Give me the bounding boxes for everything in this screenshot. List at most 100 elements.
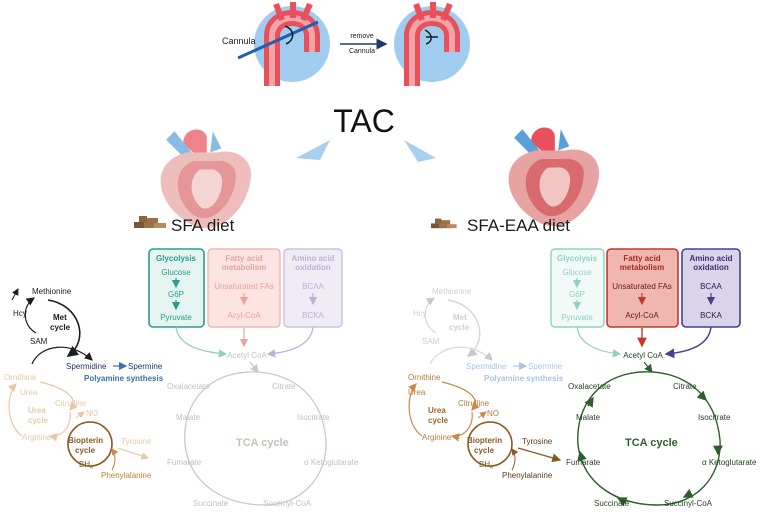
heart-right-icon	[508, 127, 600, 227]
bcka-right: BCKA	[700, 311, 722, 320]
hcy-right: Hcy	[413, 309, 427, 318]
glucose-right: Glucose	[562, 268, 592, 277]
left-pathways: Glycolysis Glucose G6P Pyruvate Fatty ac…	[4, 248, 359, 508]
bh4-right: BH4	[479, 460, 493, 471]
ketoglutarate-right: α Ketoglutarate	[702, 458, 757, 467]
remove-cannula-arrow: remove Cannula	[340, 33, 388, 55]
tca-cycle-right: TCA cycle	[625, 437, 678, 449]
glycolysis-title: Glycolysis	[156, 254, 197, 263]
right-pointer	[404, 140, 436, 162]
tca-cycle-left: TCA cycle	[236, 437, 289, 449]
spermine-right: Spermine	[528, 362, 563, 371]
remove-sub-label: Cannula	[349, 48, 375, 55]
citrate-right: Citrate	[673, 382, 697, 391]
fatty-acid-box	[207, 248, 281, 328]
ketoglutarate-left: α Ketoglutarate	[304, 458, 359, 467]
bcaa-label: BCAA	[302, 282, 324, 291]
ornithine-left: Ornithine	[4, 373, 37, 382]
cannula-label: Cannula	[222, 36, 256, 46]
spermine-left: Spermine	[128, 362, 163, 371]
remove-label: remove	[350, 33, 373, 40]
succinate-right: Succinate	[594, 499, 630, 508]
methionine-right: Methionine	[432, 287, 472, 296]
citrulline-left: Citrulline	[55, 399, 87, 408]
oxalacetate-left: Oxalacetate	[167, 382, 210, 391]
arginine-left: Arginine	[22, 433, 52, 442]
amino-acid-title-1: Amino acid	[291, 254, 334, 263]
tyrosine-right: Tyrosine	[522, 437, 553, 446]
glucose-label: Glucose	[161, 268, 191, 277]
no-right: NO	[487, 409, 499, 418]
amino-acid-title-2: oxidation	[295, 263, 331, 272]
left-pointer	[296, 140, 330, 160]
met-cycle-right-2: cycle	[449, 323, 470, 332]
urea-cycle-left-1: Urea	[28, 406, 46, 415]
spermidine-left: Spermidine	[66, 362, 107, 371]
glycolysis-title-right: Glycolysis	[557, 254, 598, 263]
tyrosine-left: Tyrosine	[121, 437, 152, 446]
succinate-left: Succinate	[193, 499, 229, 508]
right-pathways: Glycolysis Glucose G6P Pyruvate Fatty ac…	[408, 248, 757, 508]
food-left-icon	[134, 216, 166, 228]
citrate-left: Citrate	[272, 382, 296, 391]
bcka-label: BCKA	[302, 311, 324, 320]
sam-left: SAM	[30, 337, 48, 346]
unsaturated-fas-label: Unsaturated FAs	[214, 282, 274, 291]
cannula-line	[237, 20, 319, 60]
tca-ring-left	[184, 371, 327, 506]
urea-cycle-right-2: cycle	[428, 416, 449, 425]
g6p-right: G6P	[569, 290, 585, 299]
urea-cycle-left-2: cycle	[28, 416, 49, 425]
urea-cycle-right-1: Urea	[428, 406, 446, 415]
acyl-coa-right: Acyl-CoA	[625, 311, 659, 320]
phenylalanine-left: Phenylalanine	[101, 471, 152, 480]
met-cycle-right-1: Met	[453, 313, 467, 322]
bh4-left: BH4	[79, 460, 93, 471]
no-left: NO	[86, 409, 98, 418]
acetyl-coa-right: Acetyl CoA	[623, 351, 663, 360]
fatty-acid-title-1: Fatty acid	[225, 254, 262, 263]
urea-right: Urea	[408, 388, 426, 397]
fatty-acid-title-2: metabolism	[222, 263, 266, 272]
succinyl-right: Succinyl-CoA	[664, 499, 713, 508]
heart-left-icon	[160, 129, 252, 229]
met-cycle-left-2: cycle	[50, 323, 71, 332]
polyamine-right: Polyamine synthesis	[484, 374, 564, 383]
pyruvate-label: Pyruvate	[160, 313, 192, 322]
sfa-eaa-diet-label: SFA-EAA diet	[467, 216, 570, 235]
pyruvate-right: Pyruvate	[561, 313, 593, 322]
food-right-icon	[431, 218, 457, 229]
met-cycle-left-1: Met	[53, 313, 67, 322]
malate-right: Malate	[576, 413, 601, 422]
unsaturated-fas-right: Unsaturated FAs	[612, 282, 672, 291]
methionine-left: Methionine	[32, 287, 72, 296]
phenylalanine-right: Phenylalanine	[502, 471, 553, 480]
sfa-diet-label: SFA diet	[171, 216, 235, 235]
urea-left: Urea	[20, 388, 38, 397]
biopterin-right-2: cycle	[474, 446, 495, 455]
oxalacetate-right: Oxalacetate	[568, 382, 611, 391]
biopterin-left-2: cycle	[75, 446, 96, 455]
biopterin-left-1: Biopterin	[68, 436, 103, 445]
succinyl-left: Succinyl-CoA	[263, 499, 312, 508]
isocitrate-left: Isocitrate	[297, 413, 330, 422]
amino-acid-right-1: Amino acid	[689, 254, 732, 263]
bcaa-right: BCAA	[700, 282, 722, 291]
g6p-label: G6P	[168, 290, 184, 299]
fumarate-right: Fumarate	[566, 458, 601, 467]
polyamine-left: Polyamine synthesis	[84, 374, 164, 383]
tac-title: TAC	[333, 103, 395, 139]
tac-right-illustration	[394, 2, 470, 86]
acyl-coa-label: Acyl-CoA	[227, 311, 261, 320]
hcy-left: Hcy	[13, 309, 27, 318]
isocitrate-right: Isocitrate	[698, 413, 731, 422]
fatty-acid-box-right	[606, 248, 679, 328]
arginine-right: Arginine	[422, 433, 452, 442]
acetyl-coa-left: Acetyl CoA	[227, 351, 267, 360]
spermidine-right: Spermidine	[466, 362, 507, 371]
fatty-acid-right-2: metabolism	[620, 263, 664, 272]
fumarate-left: Fumarate	[167, 458, 202, 467]
fatty-acid-right-1: Fatty acid	[623, 254, 660, 263]
sam-right: SAM	[422, 337, 440, 346]
amino-acid-right-2: oxidation	[693, 263, 729, 272]
